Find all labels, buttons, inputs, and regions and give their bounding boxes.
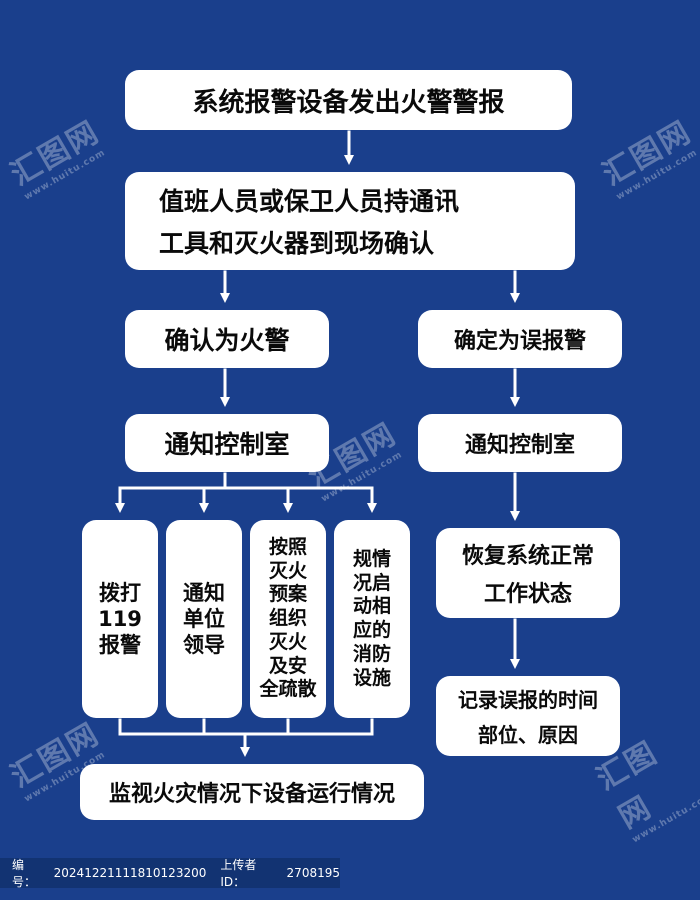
branch-distribution: [118, 472, 374, 490]
step-confirmed-fire: 确认为火警: [125, 310, 329, 368]
step-notify-control-room-false: 通知控制室: [418, 414, 622, 472]
action-fire-facilities: 规情 况启 动相 应的 消防 设施: [334, 520, 410, 718]
footer-info-bar: 编号： 20241221111810123200 上传者ID： 2708195: [0, 858, 340, 889]
step-onsite-confirmation: 值班人员或保卫人员持通讯 工具和灭火器到现场确认: [125, 172, 575, 270]
footer-id-value: 20241221111810123200: [53, 866, 207, 880]
action-notify-leaders: 通知 单位 领导: [166, 520, 242, 718]
step-record-false-alarm: 记录误报的时间 部位、原因: [436, 676, 620, 756]
branch-merge: [118, 718, 374, 736]
action-evacuation-plan: 按照 灭火 预案 组织 灭火 及安 全疏散: [250, 520, 326, 718]
footer-uploader-label: 上传者ID：: [220, 858, 257, 889]
step-false-alarm: 确定为误报警: [418, 310, 622, 368]
step-restore-system: 恢复系统正常 工作状态: [436, 528, 620, 618]
footer-uploader-value: 2708195: [286, 866, 340, 880]
step-alarm-triggered: 系统报警设备发出火警警报: [125, 70, 572, 130]
footer-id-label: 编号：: [12, 858, 37, 889]
step-monitor-equipment: 监视火灾情况下设备运行情况: [80, 764, 424, 820]
action-call-119: 拨打 119 报警: [82, 520, 158, 718]
step-notify-control-room-fire: 通知控制室: [125, 414, 329, 472]
